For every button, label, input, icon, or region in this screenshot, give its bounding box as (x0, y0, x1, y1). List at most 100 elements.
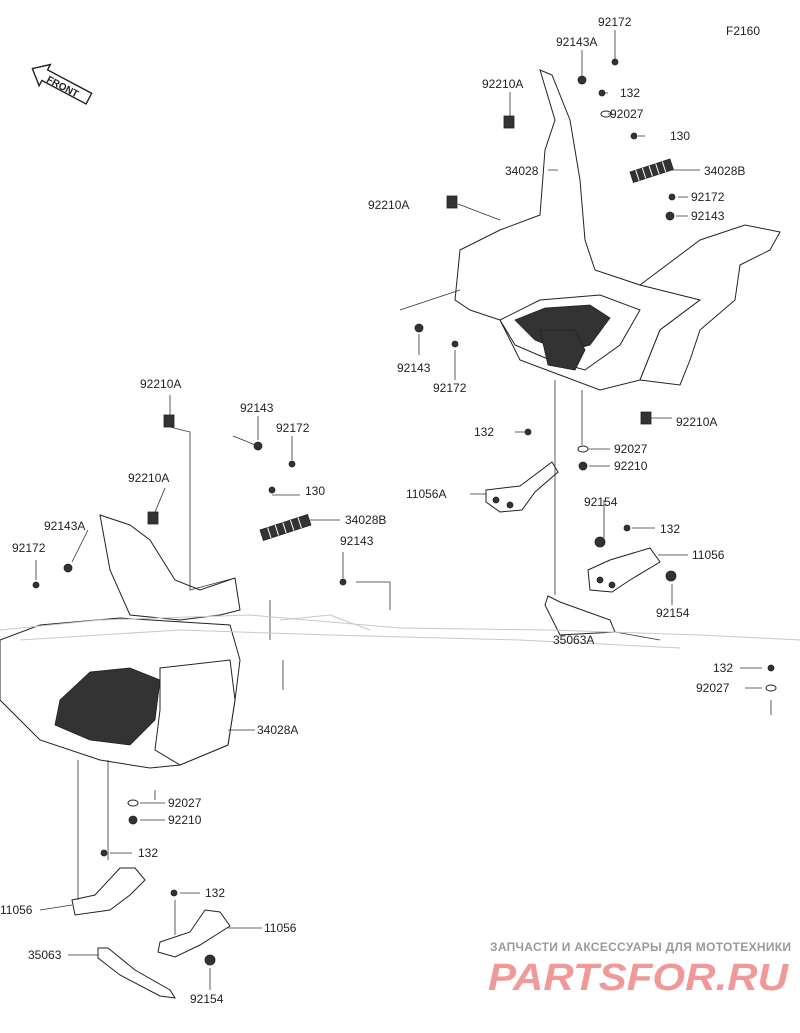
bracket-hole (492, 496, 500, 504)
washer-92143-c (414, 323, 424, 333)
callout-92210: 92210 (614, 459, 648, 473)
pad-34028b (629, 158, 674, 183)
bolt-132-c (623, 524, 631, 532)
bolt-130 (630, 132, 638, 140)
callout-left-34028b: 34028B (345, 513, 386, 527)
rear-fender-wing (638, 224, 781, 386)
bolt-130-left (268, 486, 276, 494)
left-footboard-assembly (0, 395, 391, 999)
clip-92210a-left (163, 414, 175, 428)
callout-left-130: 130 (305, 484, 325, 498)
callout-92172-c: 92172 (433, 381, 467, 395)
front-arrow-icon: FRONT (31, 63, 93, 105)
clip-92210a-top (503, 115, 515, 129)
callout-92154-b: 92154 (656, 606, 690, 620)
callout-132-c: 132 (660, 522, 680, 536)
bolt-92172-c (451, 340, 459, 348)
callout-left-35063: 35063 (28, 948, 62, 962)
watermark-tagline: ЗАПЧАСТИ И АКСЕССУАРЫ ДЛЯ МОТОТЕХНИКИ (490, 940, 791, 954)
callout-35063a: 35063A (553, 633, 594, 647)
callout-92154: 92154 (584, 495, 618, 509)
bolt-92172-left-b (32, 581, 40, 589)
washer-92027-c (765, 684, 777, 692)
inner-panel (99, 514, 241, 621)
bolt-132-left (100, 849, 108, 857)
washer-92143-b (665, 211, 675, 221)
callout-34028b: 34028B (704, 164, 745, 178)
bolt-92172-left (288, 460, 296, 468)
callout-left-92027: 92027 (168, 796, 202, 810)
callout-left-92143-b: 92143 (340, 534, 374, 548)
callout-11056: 11056 (692, 548, 725, 562)
bracket-11056-left (71, 867, 146, 916)
figure-code: F2160 (726, 24, 760, 38)
bracket-11056-right (587, 547, 661, 593)
nut-92154-b (665, 570, 677, 582)
washer-92143a (577, 75, 587, 85)
callout-left-11056: 11056 (0, 903, 33, 917)
callout-left-92154: 92154 (190, 992, 224, 1006)
callout-92027-b: 92027 (614, 442, 648, 456)
callout-132-b: 132 (474, 425, 494, 439)
leader-lines-right (399, 30, 772, 715)
callout-132-d: 132 (713, 661, 733, 675)
left-footboard-rim (154, 659, 236, 766)
callout-left-92143a: 92143A (44, 519, 85, 533)
clip-92210a-mid (446, 195, 458, 209)
right-footboard-assembly (399, 30, 781, 715)
callout-left-92172: 92172 (276, 421, 310, 435)
leader-lines-left (35, 395, 391, 990)
bolt-132-d (767, 664, 775, 672)
nut-92210 (578, 461, 588, 471)
bracket-11056-left-b (157, 909, 231, 958)
strap-35063a (544, 595, 616, 636)
callout-92172-b: 92172 (691, 190, 725, 204)
callout-92027: 92027 (610, 107, 644, 121)
scan-artifact-band (0, 614, 800, 649)
bracket-hole (506, 501, 514, 509)
callout-left-92172-b: 92172 (12, 541, 46, 555)
bracket-hole (596, 576, 604, 584)
callout-92143-c: 92143 (397, 361, 431, 375)
strap-35063 (97, 947, 176, 999)
bracket-11056a (485, 461, 559, 513)
left-footboard-grid (54, 667, 161, 746)
callout-132: 132 (620, 86, 640, 100)
bolt-132-left-b (170, 889, 178, 897)
callout-92172: 92172 (598, 15, 632, 29)
callout-92143-b: 92143 (691, 209, 725, 223)
clip-92210a-left-b (147, 511, 159, 525)
callout-labels: 92172 92143A 92210A 132 92027 130 34028 … (0, 15, 745, 1006)
callout-left-132-b: 132 (205, 886, 225, 900)
callout-left-132: 132 (138, 846, 158, 860)
callout-92027-c: 92027 (696, 681, 730, 695)
washer-92027-left (127, 799, 139, 807)
callout-left-92210a: 92210A (140, 377, 181, 391)
nut-92154 (594, 536, 606, 548)
callout-left-11056-b: 11056 (264, 921, 297, 935)
callout-92143a: 92143A (556, 35, 597, 49)
bolt-92172-b (668, 193, 676, 201)
footboard-grid (514, 304, 611, 353)
nut-92154-left (204, 954, 216, 966)
watermark: ЗАПЧАСТИ И АКСЕССУАРЫ ДЛЯ МОТОТЕХНИКИ PA… (488, 940, 791, 999)
washer-92143a-left (63, 563, 73, 573)
callout-92210a-mid: 92210A (368, 198, 409, 212)
callout-left-92210a-b: 92210A (128, 471, 169, 485)
footpeg-bracket (539, 329, 586, 371)
callout-130: 130 (670, 129, 690, 143)
callout-92210a: 92210A (482, 77, 523, 91)
callout-left-34028a: 34028A (257, 723, 298, 737)
callout-92210a-low: 92210A (676, 415, 717, 429)
nut-92210-left (128, 815, 138, 825)
callout-34028: 34028 (505, 164, 539, 178)
callout-left-92143: 92143 (240, 401, 274, 415)
bolt-92143-left-b (339, 578, 347, 586)
callout-11056a: 11056A (406, 487, 446, 501)
washer-92027-b (577, 445, 589, 453)
callout-left-92210: 92210 (168, 813, 202, 827)
watermark-logo: PARTSFOR.RU (488, 957, 790, 999)
bracket-hole (608, 581, 616, 589)
